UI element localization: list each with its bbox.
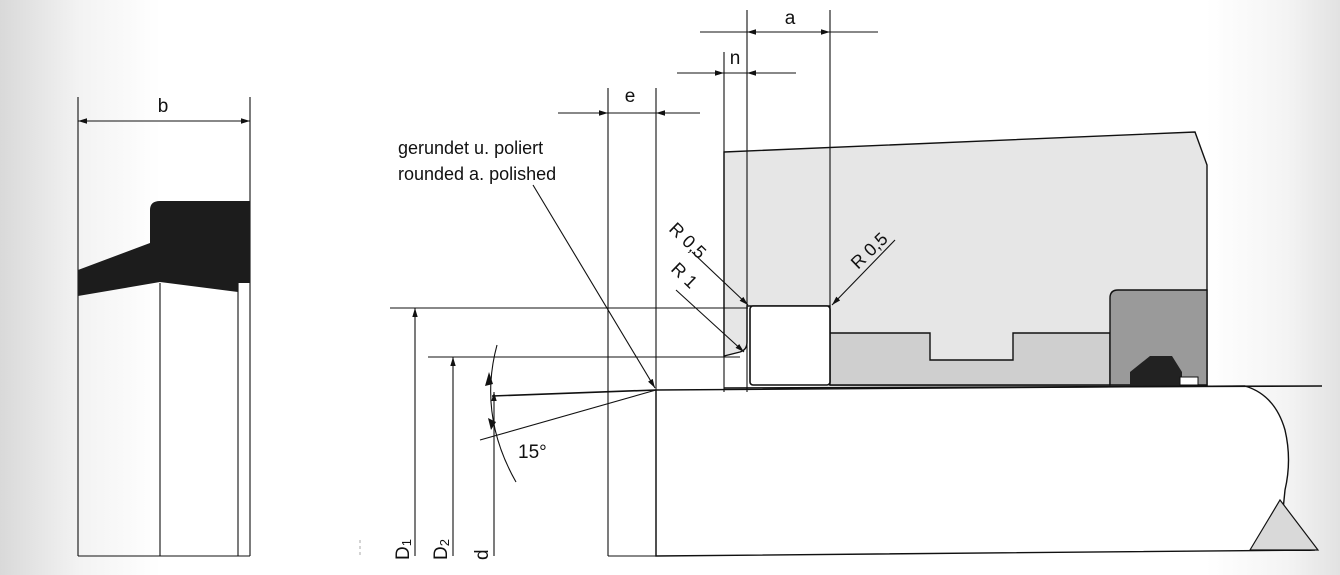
radius-leader-left-bottom: [675, 289, 745, 353]
seal-profile: [78, 201, 250, 296]
radius-leader-right: [831, 239, 896, 306]
note-english: rounded a. polished: [398, 164, 556, 184]
seal-cross-section: b: [77, 96, 251, 557]
radius-label-left-bottom: R 1: [667, 258, 701, 292]
rod: [655, 385, 1316, 557]
dimension-label-D2: D2: [431, 539, 452, 560]
dimension-label-b: b: [158, 96, 169, 117]
dimension-label-n: n: [730, 48, 741, 69]
radius-leader-left-top: [691, 251, 749, 306]
seal-backup-ring: [1179, 376, 1199, 386]
D1-letter: D: [393, 546, 414, 560]
seal-housing: [1109, 289, 1208, 386]
chamfer-line: [491, 389, 657, 397]
guide-ring-pocket: [749, 305, 831, 386]
dimension-label-D1: D1: [393, 539, 414, 560]
rod-end: [1248, 498, 1320, 551]
D2-letter: D: [431, 546, 452, 560]
angle-arc: [490, 344, 517, 483]
note-leader: [532, 184, 656, 389]
dimension-label-a: a: [785, 8, 796, 29]
radius-label-left-top: R 0,5: [665, 218, 710, 262]
dimension-label-e: e: [625, 86, 636, 107]
angle-label: 15°: [518, 442, 547, 463]
D2-subscript: 2: [437, 539, 452, 546]
dimension-label-d: d: [472, 549, 493, 560]
groove-region: [829, 332, 1111, 386]
note-german: gerundet u. poliert: [398, 138, 543, 158]
D1-subscript: 1: [399, 539, 414, 546]
installation-drawing: a n e gerundet u. poliert rounded a. pol…: [359, 8, 1323, 560]
